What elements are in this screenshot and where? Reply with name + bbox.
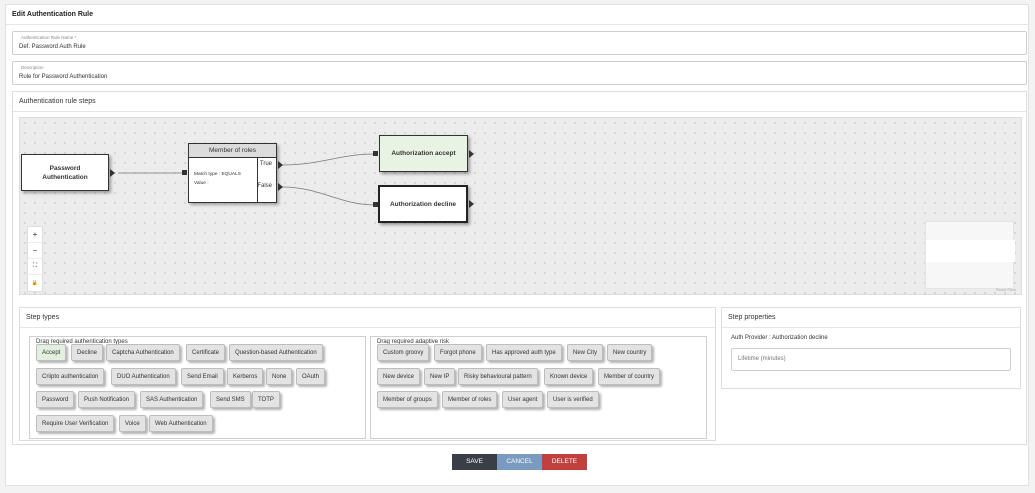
edit-rule-panel: Edit Authentication Rule Authentication … [5,4,1029,486]
chip-user-is-verified[interactable]: User is verified [547,391,599,408]
flow-canvas[interactable]: Password Authentication Member of roles … [19,117,1022,295]
chip-question-based[interactable]: Question-based Authentication [229,344,323,361]
chip-sas[interactable]: SAS Authentication [140,391,204,408]
authorization-accept-node[interactable]: Authorization accept [379,135,468,172]
roles-node-body: Match type : EQUALS Value : [189,158,258,203]
chip-totp[interactable]: TOTP [252,391,280,408]
chip-risky-behavioural-pattern[interactable]: Risky behavioural pattern [458,368,538,385]
chip-kerberos[interactable]: Kerberos [227,368,264,385]
auth-types-title: Drag required authentication types [36,339,128,345]
chip-user-agent[interactable]: User agent [502,391,544,408]
password-auth-node-label: Password Authentication [42,164,88,181]
chip-has-approved-auth-type[interactable]: Has approved auth type [486,344,562,361]
chip-password[interactable]: Password [36,391,75,408]
roles-node-title: Member of roles [189,144,276,158]
roles-match-type: Match type : EQUALS [194,172,241,177]
decline-input-handle[interactable] [373,202,378,207]
adaptive-risk-title: Drag required adaptive risk [377,339,450,345]
chip-oauth[interactable]: OAuth [296,368,326,385]
step-properties-title: Step properties [728,314,776,321]
steps-section: Authentication rule steps Password Authe… [12,91,1027,445]
chip-criipto[interactable]: Criipto authentication [36,368,105,385]
chip-custom-groovy[interactable]: Custom groovy [377,344,430,361]
chip-new-country[interactable]: New country [607,344,653,361]
accept-input-handle[interactable] [373,151,378,156]
description-field[interactable]: Description Rule for Password Authentica… [12,61,1027,85]
flow-edges [118,153,376,206]
step-types-title: Step types [26,314,60,321]
save-button[interactable]: SAVE [452,454,497,470]
chip-decline[interactable]: Decline [71,344,104,361]
lifetime-input[interactable]: Lifetime (minutes) [731,348,1011,371]
zoom-out-button[interactable]: − [28,243,42,259]
flow-attribution[interactable]: React Flow [995,287,1016,292]
zoom-controls: + − ⛶ 🔒 [27,226,43,292]
description-value[interactable]: Rule for Password Authentication [19,74,108,80]
chip-voice[interactable]: Voice [119,415,146,432]
rule-name-field[interactable]: Authentication Rule Name * Def. Password… [12,31,1027,55]
chip-new-ip[interactable]: New IP [424,368,456,385]
roles-false-label: False [257,183,272,189]
accept-output-handle[interactable] [469,150,474,158]
chip-send-sms[interactable]: Send SMS [210,391,251,408]
accept-node-label: Authorization accept [391,150,456,157]
chip-known-device[interactable]: Known device [544,368,594,385]
lock-button[interactable]: 🔒 [31,280,39,286]
edge-false-decline [281,186,376,206]
roles-input-handle[interactable] [182,170,187,175]
chip-captcha[interactable]: Captcha Authentication [106,344,180,361]
chip-none[interactable]: None [266,368,293,385]
description-label: Description [21,65,44,70]
chip-forgot-phone[interactable]: Forgot phone [434,344,482,361]
step-properties-divider [722,327,1020,328]
decline-node-label: Authorization decline [389,200,457,208]
chip-member-of-country[interactable]: Member of country [598,368,661,385]
chip-send-email[interactable]: Send Email [181,368,224,385]
fit-view-button[interactable]: ⛶ [28,259,42,275]
chip-accept[interactable]: Accept [36,344,67,361]
zoom-in-button[interactable]: + [28,227,42,243]
password-auth-node[interactable]: Password Authentication [21,154,109,191]
delete-button[interactable]: DELETE [542,454,587,470]
cancel-button[interactable]: CANCEL [497,454,542,470]
chip-push-notification[interactable]: Push Notification [78,391,136,408]
chip-certificate[interactable]: Certificate [186,344,226,361]
adaptive-risk-group: Drag required adaptive risk Custom groov… [370,336,707,439]
authorization-decline-node[interactable]: Authorization decline [378,185,468,223]
decline-output-handle[interactable] [469,200,474,208]
roles-true-label: True [259,161,272,167]
chip-new-device[interactable]: New device [377,368,421,385]
chip-require-user-verification[interactable]: Require User Verification [36,415,115,432]
header-divider [6,24,1028,25]
steps-section-title: Authentication rule steps [19,98,96,105]
flow-minimap[interactable] [925,221,1015,289]
step-properties-section: Step properties Auth Provider : Authoriz… [721,307,1021,389]
chip-member-of-groups[interactable]: Member of groups [377,391,438,408]
roles-value: Value : [194,181,209,186]
lifetime-placeholder: Lifetime (minutes) [738,356,786,362]
password-output-handle[interactable] [110,169,115,177]
chip-web-authentication[interactable]: Web Authentication [149,415,213,432]
auth-types-group: Drag required authentication types Accep… [29,336,366,439]
chip-duo[interactable]: DUO Authentication [111,368,176,385]
minimap-viewport [926,240,1015,262]
rule-name-value[interactable]: Def. Password Auth Rule [19,44,86,50]
auth-provider-label: Auth Provider : Authorization decline [731,335,828,341]
steps-divider [13,111,1026,112]
page-title: Edit Authentication Rule [12,11,94,18]
false-output-handle[interactable] [278,183,283,191]
member-of-roles-node[interactable]: Member of roles Match type : EQUALS Valu… [188,143,277,203]
step-types-divider [20,327,715,328]
chip-new-city[interactable]: New City [567,344,604,361]
chip-member-of-roles[interactable]: Member of roles [442,391,498,408]
step-types-section: Step types Drag required authentication … [19,307,716,441]
true-output-handle[interactable] [278,161,283,169]
edge-true-accept [281,153,376,166]
rule-name-label: Authentication Rule Name * [21,35,77,40]
